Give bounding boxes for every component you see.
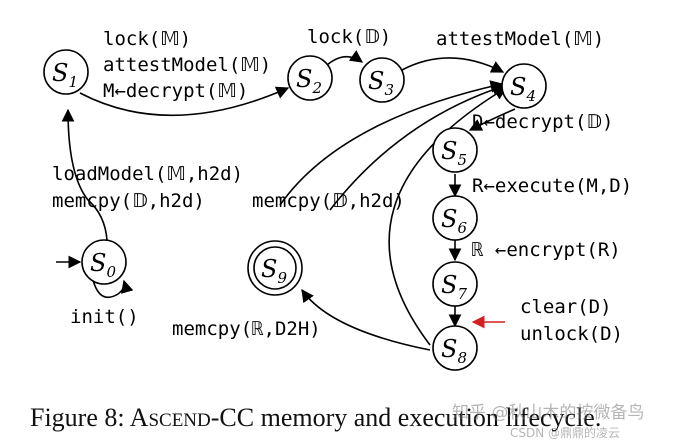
state-s3-letter: S [368, 67, 384, 95]
state-s3: S3 [359, 57, 405, 103]
label-s1-s2-line2: attestModel(𝕄) [103, 54, 271, 76]
svg-text:S7: S7 [441, 271, 467, 303]
state-s3-circle [359, 57, 405, 103]
caption-prefix: Figure 8: A [30, 403, 149, 432]
state-s1-circle [43, 49, 89, 95]
state-s1-sub: 1 [68, 73, 78, 91]
state-s8-sub: 8 [457, 349, 467, 367]
state-s0-sub: 0 [106, 263, 116, 281]
state-s5-letter: S [441, 137, 457, 165]
edge-s3-s4 [401, 57, 505, 73]
state-s4: S4 [501, 63, 547, 109]
state-s0-circle [81, 239, 127, 285]
state-s5-circle [432, 127, 478, 173]
state-s8: S8 [432, 325, 478, 371]
state-s8-circle [432, 325, 478, 371]
label-s0-self: init() [70, 306, 139, 328]
figure-caption: Figure 8: ASCEND-CC memory and execution… [30, 403, 601, 432]
label-s5-s6: R←execute(M,D) [472, 175, 632, 197]
state-s6: S6 [432, 195, 478, 241]
svg-text:S1: S1 [52, 59, 78, 91]
state-s5-sub: 5 [457, 151, 467, 169]
svg-text:S6: S6 [441, 205, 467, 237]
label-s1-s2-line3: M←decrypt(𝕄) [103, 80, 248, 102]
watermark-line1: 知乎 @秋山木的按微备鸟 [452, 403, 644, 423]
label-s0-s1-line1: loadModel(𝕄,h2d) [52, 163, 243, 185]
edge-s8-s4-a [279, 80, 504, 206]
state-s4-sub: 4 [525, 87, 536, 105]
caption-suffix: -CC memory and execution lifecycle. [211, 403, 602, 432]
svg-text:S4: S4 [510, 73, 536, 105]
state-s2-circle [287, 55, 333, 101]
state-s2-sub: 2 [311, 79, 322, 97]
state-s8-letter: S [441, 335, 457, 363]
state-s4-letter: S [510, 73, 526, 101]
label-s2-s3: lock(𝔻) [307, 26, 391, 48]
label-s1-s2-line1: lock(𝕄) [103, 28, 191, 50]
state-s7-letter: S [441, 271, 457, 299]
state-s3-sub: 3 [384, 81, 394, 99]
state-s7: S7 [432, 261, 478, 307]
svg-text:S9: S9 [261, 255, 287, 287]
label-s6-s7: ℝ ←encrypt(R) [472, 239, 621, 261]
label-s7-s8-line1: clear(D) [520, 296, 612, 318]
state-s6-circle [432, 195, 478, 241]
label-s8-s9: memcpy(ℝ,D2H) [172, 318, 321, 340]
edge-s8-s4-b [329, 83, 506, 211]
state-s2: S2 [287, 55, 333, 101]
state-s6-letter: S [441, 205, 457, 233]
state-s4-circle [501, 63, 547, 109]
svg-text:S8: S8 [441, 335, 467, 367]
state-s1: S1 [43, 49, 89, 95]
label-s3-s4: attestModel(𝕄) [436, 28, 604, 50]
state-s1-letter: S [52, 59, 68, 87]
edge-s0-s1 [61, 108, 108, 241]
state-s6-sub: 6 [457, 219, 467, 237]
edge-s2-s3 [326, 50, 364, 66]
state-s0-letter: S [90, 249, 106, 277]
caption-smallcaps: SCEND [148, 410, 210, 431]
state-s9-letter: S [261, 255, 277, 283]
watermark-line2: CSDN @鼎鼎的凌云 [510, 425, 620, 440]
svg-text:S5: S5 [441, 137, 467, 169]
state-s9-sub: 9 [277, 269, 287, 287]
edge-s8-s4-c [388, 87, 508, 346]
edge-s1-s2 [79, 86, 290, 117]
label-s8-s4: memcpy(𝔻,h2d) [252, 190, 405, 212]
label-s4-s5: D←decrypt(𝔻) [472, 111, 613, 133]
state-s7-sub: 7 [457, 285, 467, 303]
label-s0-s1-line2: memcpy(𝔻,h2d) [52, 190, 205, 212]
edge-s4-s5 [468, 108, 516, 131]
state-s0: S0 [81, 239, 127, 285]
svg-text:S2: S2 [296, 65, 322, 97]
state-s9: S9 [247, 240, 303, 296]
state-s9-inner-circle [253, 246, 297, 290]
svg-text:S3: S3 [368, 67, 394, 99]
svg-text:S0: S0 [90, 249, 116, 281]
edges [56, 50, 516, 351]
state-s2-letter: S [296, 65, 312, 93]
edge-labels: lock(𝕄) attestModel(𝕄) M←decrypt(𝕄) lock… [52, 26, 632, 345]
state-s7-circle [432, 261, 478, 307]
label-s7-s8-line2: unlock(D) [520, 323, 623, 345]
state-s5: S5 [432, 127, 478, 173]
edge-s0-self [92, 279, 134, 299]
edge-s8-s9 [301, 288, 431, 351]
